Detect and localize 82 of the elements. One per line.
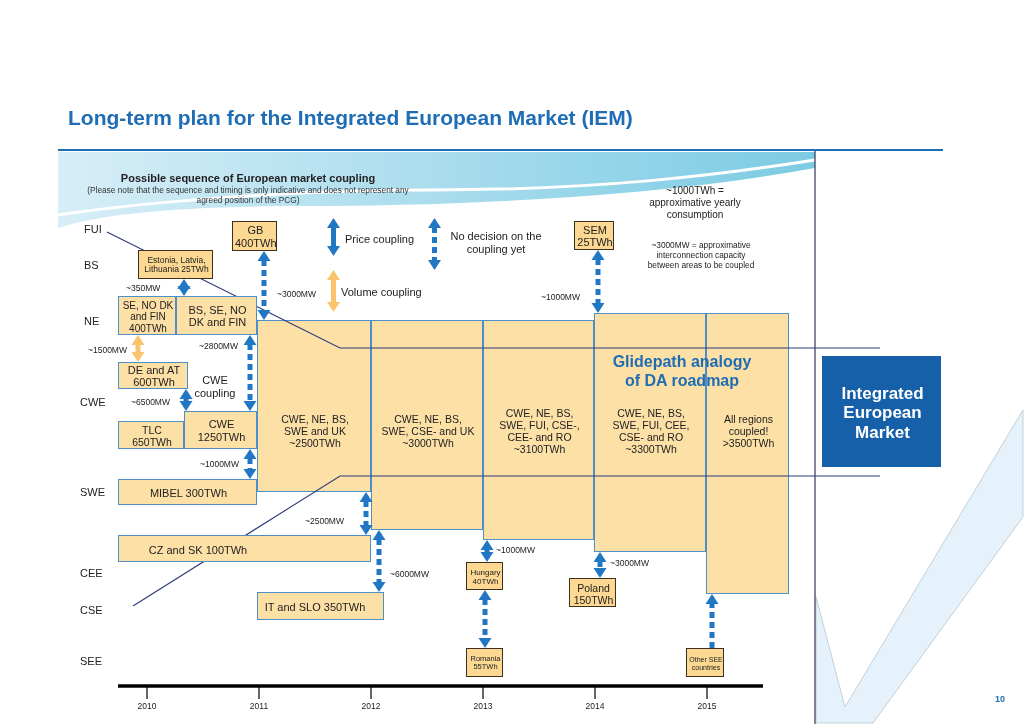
- box-text: CWE, NE, BS, SWE, FUI, CSE-, CEE- and RO ~3100TWh: [498, 406, 581, 456]
- coupled-region-column: [257, 320, 371, 492]
- box-text: CWE, NE, BS, SWE and UK ~2500TWh: [280, 412, 350, 450]
- coupling-arrow: [478, 590, 492, 648]
- region-code: SEE: [80, 655, 102, 669]
- country-box: [466, 648, 503, 677]
- region-code: CSE: [80, 604, 103, 618]
- page-number: 10: [995, 694, 1005, 705]
- coupling-arrow: [177, 279, 191, 296]
- box-text: CWE 1250TWh: [196, 418, 247, 444]
- coupled-region-column: [371, 320, 483, 530]
- legend-text: No decision on the coupling yet: [449, 230, 543, 257]
- year-label: 2010: [137, 701, 157, 712]
- box-text: SEM 25TWh: [577, 223, 613, 250]
- region-code: NE: [84, 315, 100, 329]
- annotation-label: CWE coupling: [193, 374, 237, 401]
- coupled-region-column: [483, 320, 594, 540]
- coupling-arrow: [593, 552, 607, 578]
- box-text: CWE, NE, BS, SWE, FUI, CEE, CSE- and RO ~3300TWh: [611, 406, 691, 456]
- region-code: CEE: [80, 567, 103, 581]
- region-box: [257, 592, 384, 620]
- box-text: CZ and SK 100TWh: [148, 543, 248, 556]
- country-box: [138, 250, 213, 279]
- capacity-label: ~3000MW: [277, 289, 316, 300]
- year-label: 2015: [697, 701, 717, 712]
- coupling-arrow: [243, 449, 257, 479]
- capacity-label: ~6500MW: [131, 397, 170, 408]
- region-code: BS: [84, 259, 99, 273]
- box-text: DE and AT 600TWh: [126, 363, 182, 390]
- box-text: IT and SLO 350TWh: [264, 600, 366, 614]
- box-text: Hungary 40TWh: [469, 567, 502, 587]
- coupling-arrow: [480, 540, 494, 562]
- coupling-arrow: [591, 250, 605, 313]
- capacity-label: ~2800MW: [199, 341, 238, 352]
- coupling-arrow: [131, 335, 145, 362]
- page-title: Long-term plan for the Integrated European Market (IEM): [68, 106, 633, 130]
- capacity-label: ~1000MW: [496, 545, 535, 556]
- capacity-label: ~350MW: [126, 283, 161, 294]
- region-code: FUI: [84, 223, 102, 237]
- year-label: 2012: [361, 701, 381, 712]
- definition-note: ~1000TWh = approximative yearly consumption: [648, 185, 742, 221]
- capacity-label: ~1000MW: [541, 292, 580, 303]
- coupling-arrow: [359, 492, 373, 535]
- region-box: [118, 535, 371, 562]
- year-label: 2014: [585, 701, 605, 712]
- capacity-label: ~1500MW: [88, 345, 127, 356]
- box-text: BS, SE, NO DK and FIN: [187, 303, 248, 330]
- region-box: [118, 362, 188, 389]
- region-code: CWE: [80, 396, 106, 410]
- year-label: 2013: [473, 701, 493, 712]
- box-text: All regions coupled! >3500TWh: [721, 412, 776, 450]
- region-box: [176, 296, 257, 335]
- region-box: [118, 421, 184, 449]
- year-label: 2011: [249, 701, 269, 712]
- capacity-label: ~3000MW: [610, 558, 649, 569]
- box-text: SE, NO DK and FIN 400TWh: [121, 299, 175, 334]
- legend-text: Volume coupling: [341, 286, 422, 300]
- definition-note: ~3000MW = approximative interconnection capacity between areas to be coupled: [646, 241, 756, 271]
- region-box: [184, 411, 257, 449]
- box-text: MIBEL 300TWh: [149, 486, 228, 500]
- country-box: [466, 562, 503, 590]
- box-text: Poland 150TWh: [572, 581, 615, 606]
- region-code: SWE: [80, 486, 106, 500]
- target-market-box: [822, 356, 941, 467]
- legend-text: Price coupling: [345, 233, 415, 247]
- box-text: GB 400TWh: [235, 224, 276, 250]
- coupling-arrow: [705, 594, 719, 648]
- capacity-label: ~1000MW: [200, 459, 239, 470]
- coupling-arrow: [372, 530, 386, 592]
- box-text: CWE, NE, BS, SWE, CSE- and UK ~3000TWh: [380, 412, 476, 450]
- chart-title: Possible sequence of European market coupling: [119, 172, 377, 186]
- country-box: [686, 648, 724, 677]
- coupling-arrow: [257, 251, 271, 320]
- capacity-label: ~2500MW: [305, 516, 344, 527]
- box-text: TLC 650TWh: [131, 423, 173, 449]
- coupling-arrow: [243, 335, 257, 411]
- box-text: Integrated European Market: [840, 383, 925, 442]
- disclaimer-note: (Please note that the sequence and timing is only indicative and does not represent any agreed position of the PCG): [86, 186, 410, 206]
- box-text: Estonia, Latvia, Lithuania 25TWh: [143, 255, 210, 276]
- region-box: [118, 479, 257, 505]
- coupling-arrow: [179, 389, 193, 411]
- capacity-label: ~6000MW: [390, 569, 429, 580]
